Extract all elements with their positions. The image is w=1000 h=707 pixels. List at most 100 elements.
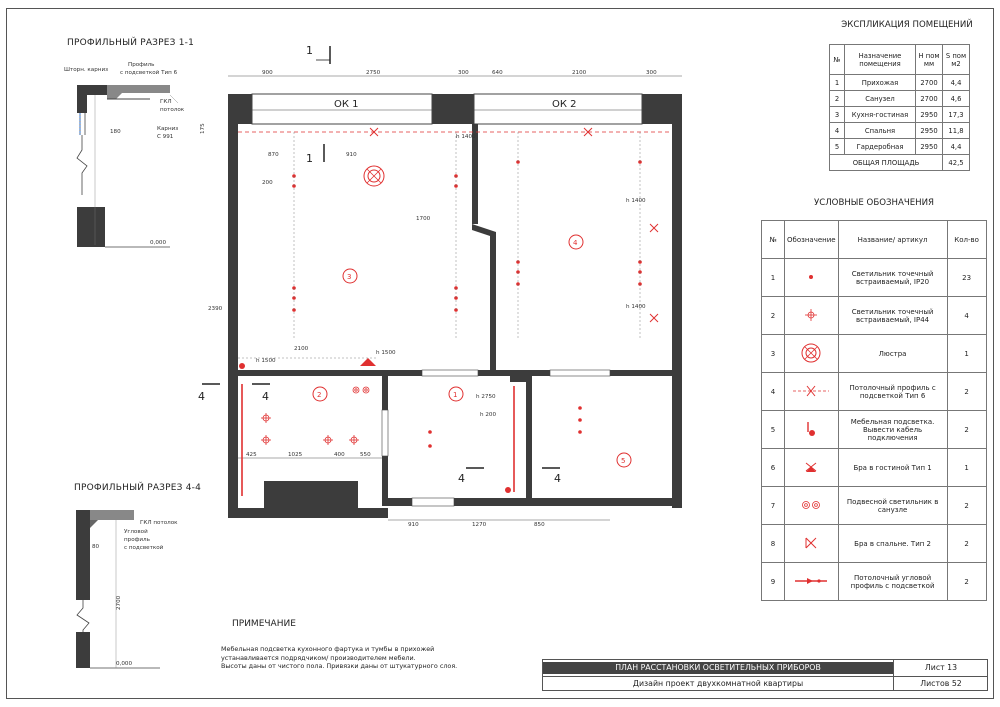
table-row: 1 Светильник точечный встраиваемый, IP20… (761, 258, 987, 297)
stamp-sheet: Лист 13 (924, 663, 958, 672)
expl-header-height: Н пом мм (915, 44, 943, 75)
stamp-project: Дизайн проект двухкомнатной квартиры (632, 679, 804, 688)
explication-title: ЭКСПЛИКАЦИЯ ПОМЕЩЕНИЙ (841, 20, 973, 30)
legend-header-symbol: Обозначение (784, 220, 839, 259)
window-ok2-label: ОК 2 (552, 99, 577, 110)
dim-misc-h1400b: h 1400 (626, 304, 646, 310)
dim-misc-0: 175 (200, 123, 206, 134)
dim-top-300a: 300 (458, 70, 469, 76)
explication-table: № Назначение помещения Н пом мм S пом м2… (829, 44, 970, 171)
furniture-light-icon (807, 421, 816, 436)
dim-misc-h1500b: h 1500 (376, 350, 396, 356)
label-corner-profile: профиль (124, 537, 150, 543)
table-row: 9 Потолочный угловой профиль с подсветко… (761, 562, 987, 601)
label-2700: 2700 (116, 595, 122, 610)
table-row-total: ОБЩАЯ ПЛОЩАДЬ 42,5 (829, 154, 970, 171)
dim-misc-h1400-a: h 1400 (456, 134, 476, 140)
dim-bottom-550: 550 (360, 452, 371, 458)
expl-header-num: № (829, 44, 845, 75)
expl-header-name: Назначение помещения (844, 44, 916, 75)
label-ceiling: потолок (160, 107, 185, 113)
dim-misc-h200: h 200 (480, 412, 496, 418)
room-marker-3: 3 (342, 268, 358, 284)
furniture-light-kitchen (239, 363, 245, 369)
profile-section-1-drawing: Шторн. карниз Профиль с подсветкой Тип 6… (64, 62, 185, 248)
label-180: 180 (110, 129, 121, 135)
expl-header-area: S пом м2 (942, 44, 970, 75)
dim-misc-910: 910 (346, 152, 357, 158)
dim-bottom-910: 910 (408, 522, 419, 528)
expl-total-value: 42,5 (942, 154, 970, 171)
dim-top-300b: 300 (646, 70, 657, 76)
label-corner-backlight: с подсветкой (124, 544, 164, 551)
dim-bottom-400: 400 (334, 452, 345, 458)
profile-section-4-drawing: ГКЛ потолок Угловой профиль с подсветкой… (76, 510, 178, 669)
label-c991: С 991 (157, 134, 174, 140)
chandelier-icon (363, 165, 385, 187)
legend-title: УСЛОВНЫЕ ОБОЗНАЧЕНИЯ (813, 198, 935, 208)
pendant-lights (352, 386, 370, 394)
legend-table: № Обозначение Название/ артикул Кол-во 1… (761, 220, 987, 601)
label-gkl: ГКЛ (160, 99, 172, 105)
dim-top-2100: 2100 (572, 70, 587, 76)
note-line-3: Высоты даны от чистого пола. Привязки да… (221, 662, 458, 671)
section-mark-4-hall: 4 (458, 472, 465, 485)
section-mark-4-left: 4 (198, 390, 205, 403)
label-corner: Угловой (124, 528, 148, 535)
label-curtain-rail: Шторн. карниз (64, 67, 108, 73)
label-zero-level-4: 0,000 (116, 661, 132, 667)
sconce-living (360, 358, 376, 366)
svg-text:2: 2 (317, 391, 321, 399)
dot-light-icon (809, 274, 814, 279)
svg-text:5: 5 (621, 457, 625, 465)
dim-top-900: 900 (262, 70, 273, 76)
chandelier-icon (801, 343, 821, 362)
dim-misc-1700: 1700 (416, 216, 431, 222)
ip44-lights (261, 413, 359, 445)
ceiling-profile-crosses (369, 127, 659, 323)
section-mark-1-top: 1 (306, 44, 313, 57)
label-profile-type6: с подсветкой Тип 6 (120, 69, 178, 76)
label-80: 80 (92, 544, 100, 550)
drawing-sheet-frame (6, 8, 994, 699)
svg-text:3: 3 (347, 273, 351, 281)
svg-text:1: 1 (453, 391, 457, 399)
room-marker-5: 5 (616, 452, 632, 468)
note-body: Мебельная подсветка кухонного фартука и … (221, 645, 541, 671)
sconce-living-icon (805, 462, 817, 472)
sconce-bedroom-icon (805, 537, 817, 548)
guide-lines (238, 132, 641, 359)
legend-header-name: Название/ артикул (837, 220, 948, 259)
spot-lights (292, 160, 642, 448)
table-row: 5 Мебельная подсветка. Вывести кабель по… (761, 410, 987, 449)
legend-header-qty: Кол-во (946, 220, 987, 259)
table-row: 2 Светильник точечный встраиваемый, IP44… (761, 296, 987, 335)
note-line-2: устанавливается подрядчиком/ производите… (221, 653, 416, 662)
label-zero-level-1: 0,000 (150, 240, 166, 246)
dim-misc-200: 200 (262, 180, 273, 186)
section-mark-4-wardrobe: 4 (554, 472, 561, 485)
profile-section-1-title: ПРОФИЛЬНЫЙ РАЗРЕЗ 1-1 (67, 38, 195, 48)
svg-text:4: 4 (573, 239, 578, 247)
dim-bottom-425: 425 (246, 452, 257, 458)
dim-bottom-1025: 1025 (288, 452, 303, 458)
furniture-light-hall (505, 487, 511, 493)
label-cornice: Карниз (157, 126, 178, 132)
window-ok1-label: ОК 1 (334, 99, 359, 110)
room-marker-1: 1 (448, 386, 464, 402)
room-marker-2: 2 (312, 386, 328, 402)
ceiling-profile-icon (793, 385, 830, 396)
note-title: ПРИМЕЧАНИЕ (232, 619, 296, 629)
dim-misc-2390: 2390 (208, 306, 223, 312)
dim-misc-h1500a: h 1500 (256, 358, 276, 364)
